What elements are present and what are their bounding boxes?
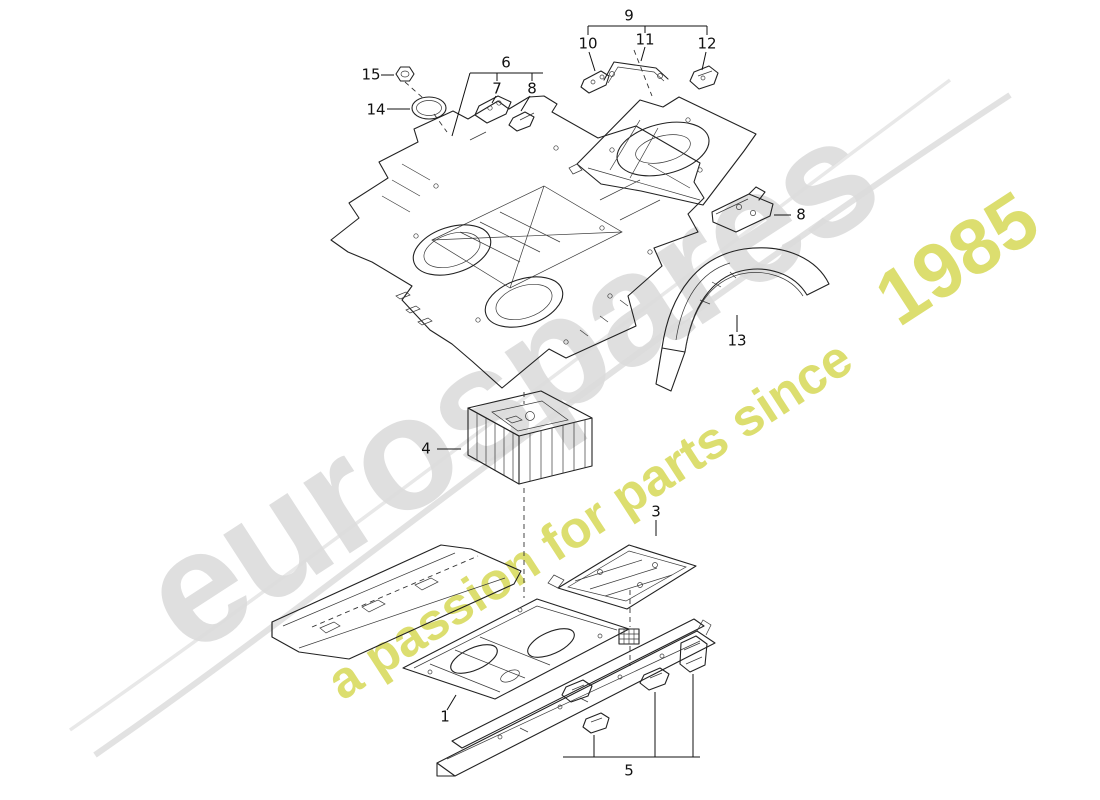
sill-clips-drawing xyxy=(561,628,708,734)
callout-5[interactable]: 5 xyxy=(624,761,634,780)
watermark: eurospares a passion for parts since 198… xyxy=(110,83,1054,712)
floor-pan-drawing xyxy=(330,95,705,389)
battery-tray-4-drawing xyxy=(467,390,593,485)
sill-rail-drawing xyxy=(436,618,716,777)
callout-11[interactable]: 11 xyxy=(635,30,655,49)
callout-6[interactable]: 6 xyxy=(501,53,511,72)
callout-14[interactable]: 14 xyxy=(366,100,386,119)
callout-7[interactable]: 7 xyxy=(492,79,502,98)
left-rail-drawing xyxy=(271,544,522,660)
callout-4[interactable]: 4 xyxy=(421,439,431,458)
callout-12[interactable]: 12 xyxy=(697,34,717,53)
callout-8-top[interactable]: 8 xyxy=(527,79,537,98)
bracket-7-8-drawing xyxy=(474,95,535,132)
nut-15-drawing xyxy=(395,66,415,82)
floor-panel-1-drawing xyxy=(402,598,630,700)
seal-ring-14-drawing xyxy=(411,96,447,120)
bracket-10-drawing xyxy=(580,70,610,94)
callout-8-right[interactable]: 8 xyxy=(796,205,806,224)
callout-13[interactable]: 13 xyxy=(727,331,747,350)
clip-12-drawing xyxy=(689,65,719,90)
callout-3[interactable]: 3 xyxy=(651,502,661,521)
panel-3-drawing xyxy=(547,544,697,610)
watermark-year-text: 1985 xyxy=(860,174,1053,342)
plate-8-drawing xyxy=(711,186,774,233)
callout-1[interactable]: 1 xyxy=(440,707,450,726)
rear-panel-drawing xyxy=(568,96,757,206)
assembly-dashed-lines xyxy=(311,49,653,666)
strap-11-drawing xyxy=(603,61,669,84)
callout-10[interactable]: 10 xyxy=(578,34,598,53)
leader-lines xyxy=(381,25,791,758)
callout-9[interactable]: 9 xyxy=(624,6,634,25)
wheel-housing-13-drawing xyxy=(655,247,830,392)
callout-15[interactable]: 15 xyxy=(361,65,381,84)
swoosh-curves xyxy=(69,78,1012,758)
